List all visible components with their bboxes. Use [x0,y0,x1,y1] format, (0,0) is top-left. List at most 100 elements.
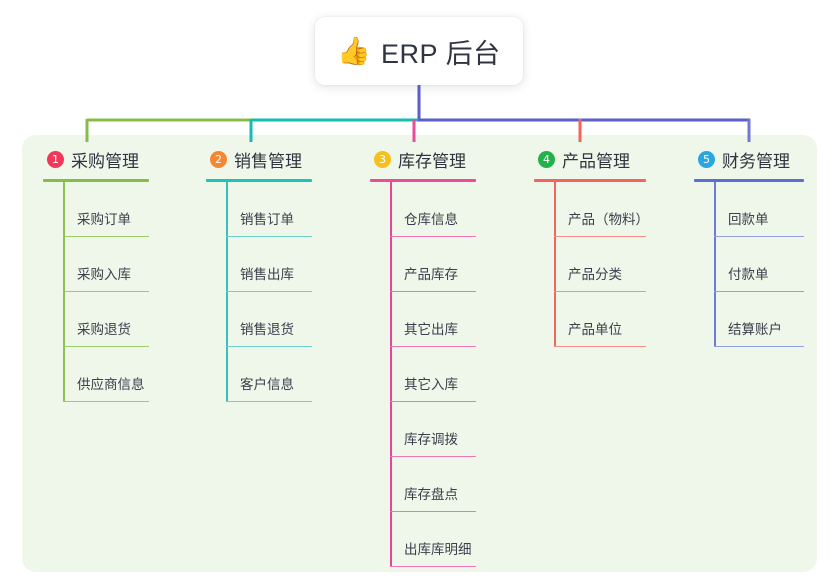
column-spine [390,182,392,567]
leaf-item[interactable]: 其它入库 [370,347,476,402]
column-items: 产品（物料） 产品分类产品单位 [534,182,649,347]
leaf-item-label: 采购退货 [77,322,131,337]
column-items: 销售订单销售出库销售退货客户信息 [206,182,312,402]
column-underline [370,179,476,182]
leaf-item[interactable]: 库存调拨 [370,402,476,457]
column-header-财务管理[interactable]: 5 财务管理 [694,146,804,172]
column-number-badge: 2 [210,150,227,168]
leaf-item-underline [63,290,149,292]
column-title: 库存管理 [398,151,466,171]
leaf-item-underline [226,290,312,292]
leaf-item[interactable]: 付款单 [694,237,804,292]
leaf-item-label: 付款单 [728,267,769,282]
column-number-badge: 4 [538,150,555,168]
column-采购管理: 1 采购管理采购订单采购入库采购退货供应商信息 [43,146,149,402]
leaf-item-underline [554,290,646,292]
leaf-item-underline [226,400,312,402]
leaf-item-label: 回款单 [728,212,769,227]
column-items: 回款单付款单结算账户 [694,182,804,347]
column-number-badge: 3 [374,150,391,168]
leaf-item-label: 其它入库 [404,377,458,392]
leaf-item[interactable]: 库存盘点 [370,457,476,512]
column-items: 仓库信息产品库存其它出库其它入库库存调拨库存盘点出库库明细 [370,182,476,567]
leaf-item-label: 产品（物料） [568,212,649,227]
leaf-item[interactable]: 销售订单 [206,182,312,237]
leaf-item[interactable]: 产品分类 [534,237,646,292]
leaf-item-underline [390,235,476,237]
leaf-item-label: 销售退货 [240,322,294,337]
leaf-item[interactable]: 仓库信息 [370,182,476,237]
leaf-item-underline [390,510,476,512]
leaf-item[interactable]: 结算账户 [694,292,804,347]
leaf-item-label: 结算账户 [728,322,782,337]
leaf-item-label: 库存盘点 [404,487,458,502]
leaf-item-label: 销售订单 [240,212,294,227]
leaf-item-label: 供应商信息 [77,377,145,392]
leaf-item-underline [226,345,312,347]
column-underline [206,179,312,182]
leaf-item-label: 产品库存 [404,267,458,282]
leaf-item[interactable]: 产品（物料） [534,182,649,237]
column-spine [714,182,716,347]
leaf-item-underline [390,290,476,292]
column-spine [554,182,556,347]
diagram-panel [22,135,817,572]
column-underline [43,179,149,182]
column-title: 财务管理 [722,151,790,171]
leaf-item[interactable]: 采购订单 [43,182,149,237]
leaf-item-underline [63,235,149,237]
column-header-销售管理[interactable]: 2 销售管理 [206,146,312,172]
leaf-item-label: 采购订单 [77,212,131,227]
column-spine [63,182,65,402]
leaf-item[interactable]: 供应商信息 [43,347,149,402]
leaf-item-label: 产品单位 [568,322,622,337]
leaf-item-label: 出库库明细 [404,542,472,557]
leaf-item[interactable]: 采购入库 [43,237,149,292]
column-财务管理: 5 财务管理回款单付款单结算账户 [694,146,804,347]
leaf-item-underline [390,400,476,402]
leaf-item-label: 采购入库 [77,267,131,282]
root-node-erp-backend[interactable]: 👍 ERP 后台 [315,17,523,85]
leaf-item[interactable]: 其它出库 [370,292,476,347]
leaf-item-underline [390,455,476,457]
leaf-item-underline [714,235,804,237]
column-title: 销售管理 [234,151,302,171]
leaf-item-label: 其它出库 [404,322,458,337]
leaf-item-underline [714,290,804,292]
leaf-item-underline [554,235,646,237]
leaf-item-underline [226,235,312,237]
leaf-item-label: 仓库信息 [404,212,458,227]
column-header-库存管理[interactable]: 3 库存管理 [370,146,476,172]
column-underline [694,179,804,182]
leaf-item-underline [63,400,149,402]
leaf-item-label: 库存调拨 [404,432,458,447]
leaf-item[interactable]: 产品库存 [370,237,476,292]
column-number-badge: 1 [47,150,64,168]
leaf-item[interactable]: 采购退货 [43,292,149,347]
column-spine [226,182,228,402]
column-header-产品管理[interactable]: 4 产品管理 [534,146,646,172]
root-node-title: ERP 后台 [381,38,501,69]
leaf-item-underline [63,345,149,347]
thumbs-up-icon: 👍 [337,35,372,66]
leaf-item[interactable]: 客户信息 [206,347,312,402]
leaf-item[interactable]: 销售退货 [206,292,312,347]
leaf-item-label: 客户信息 [240,377,294,392]
column-underline [534,179,646,182]
column-number-badge: 5 [698,150,715,168]
leaf-item-label: 产品分类 [568,267,622,282]
column-title: 采购管理 [71,151,139,171]
leaf-item[interactable]: 产品单位 [534,292,646,347]
column-库存管理: 3 库存管理仓库信息产品库存其它出库其它入库库存调拨库存盘点出库库明细 [370,146,476,567]
column-title: 产品管理 [562,151,630,171]
leaf-item-underline [390,565,476,567]
column-header-采购管理[interactable]: 1 采购管理 [43,146,149,172]
column-items: 采购订单采购入库采购退货供应商信息 [43,182,149,402]
leaf-item[interactable]: 出库库明细 [370,512,476,567]
leaf-item[interactable]: 回款单 [694,182,804,237]
leaf-item[interactable]: 销售出库 [206,237,312,292]
column-销售管理: 2 销售管理销售订单销售出库销售退货客户信息 [206,146,312,402]
leaf-item-underline [390,345,476,347]
leaf-item-underline [714,345,804,347]
column-产品管理: 4 产品管理产品（物料） 产品分类产品单位 [534,146,649,347]
